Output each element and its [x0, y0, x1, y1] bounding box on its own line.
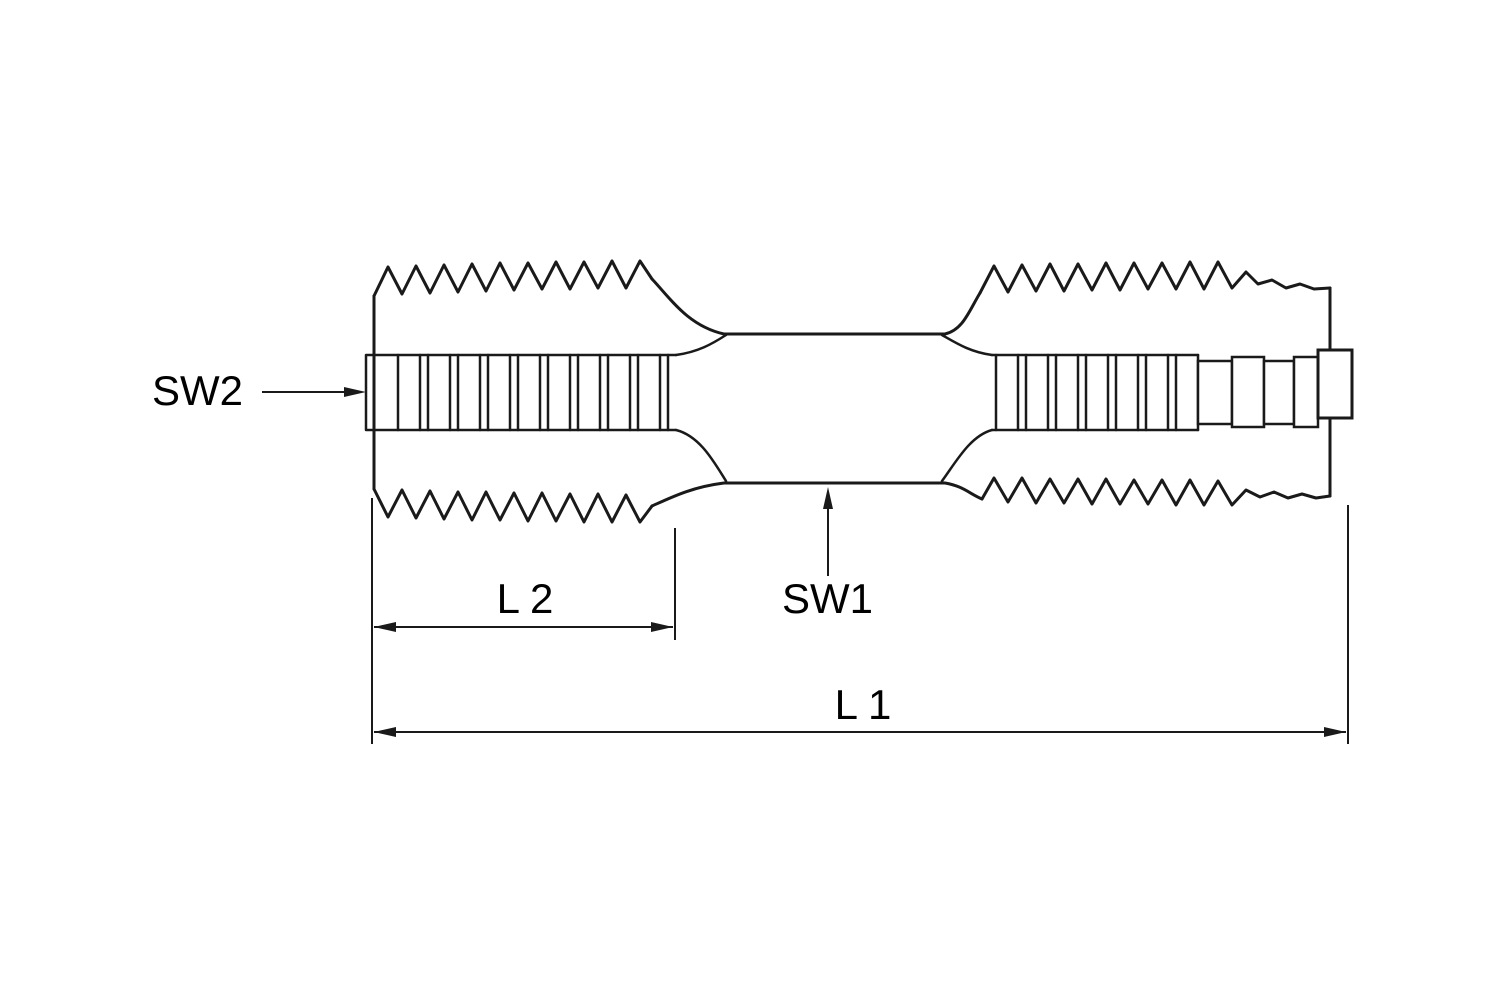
- l1-arrow-left: [374, 727, 396, 737]
- sw1-label: SW1: [782, 575, 874, 622]
- shank-top-edge: [650, 277, 982, 336]
- left-root-band: [364, 353, 678, 432]
- right-step-1: [1196, 359, 1234, 426]
- right-root-runout-top: [940, 333, 994, 357]
- l2-label: L 2: [496, 575, 554, 622]
- right-step-4: [1292, 355, 1320, 429]
- right-thread-bottom-profile: [980, 476, 1332, 507]
- sw1-arrowhead: [823, 487, 833, 509]
- l2-arrow-left: [374, 622, 396, 632]
- left-root-runout-bottom: [674, 428, 728, 483]
- right-thread-section: [940, 260, 1354, 507]
- l2-arrow-right: [651, 622, 673, 632]
- sw2-leader-arrow: [262, 387, 366, 397]
- l1-label: L 1: [834, 681, 892, 728]
- l2-dimension: [374, 528, 676, 640]
- l1-arrow-right: [1324, 727, 1346, 737]
- shank-bottom-edge: [650, 481, 984, 508]
- right-root-runout-bottom: [940, 428, 994, 483]
- left-thread-ridges: [396, 353, 670, 432]
- right-step-3: [1262, 359, 1296, 426]
- left-thread-section: [364, 259, 728, 524]
- sw1-leader-arrow: [823, 487, 833, 576]
- sw2-label: SW2: [152, 367, 244, 414]
- sw2-arrowhead: [344, 387, 366, 397]
- left-root-runout-top: [674, 333, 728, 357]
- right-thread-ridges: [994, 353, 1200, 432]
- left-thread-bottom-profile: [372, 487, 654, 524]
- square-drive-end: [1316, 348, 1354, 420]
- l1-dimension: [371, 498, 1349, 744]
- shank: [650, 277, 984, 508]
- right-step-2: [1230, 355, 1266, 429]
- left-thread-top-profile: [372, 259, 654, 298]
- right-thread-top-profile: [978, 260, 1332, 295]
